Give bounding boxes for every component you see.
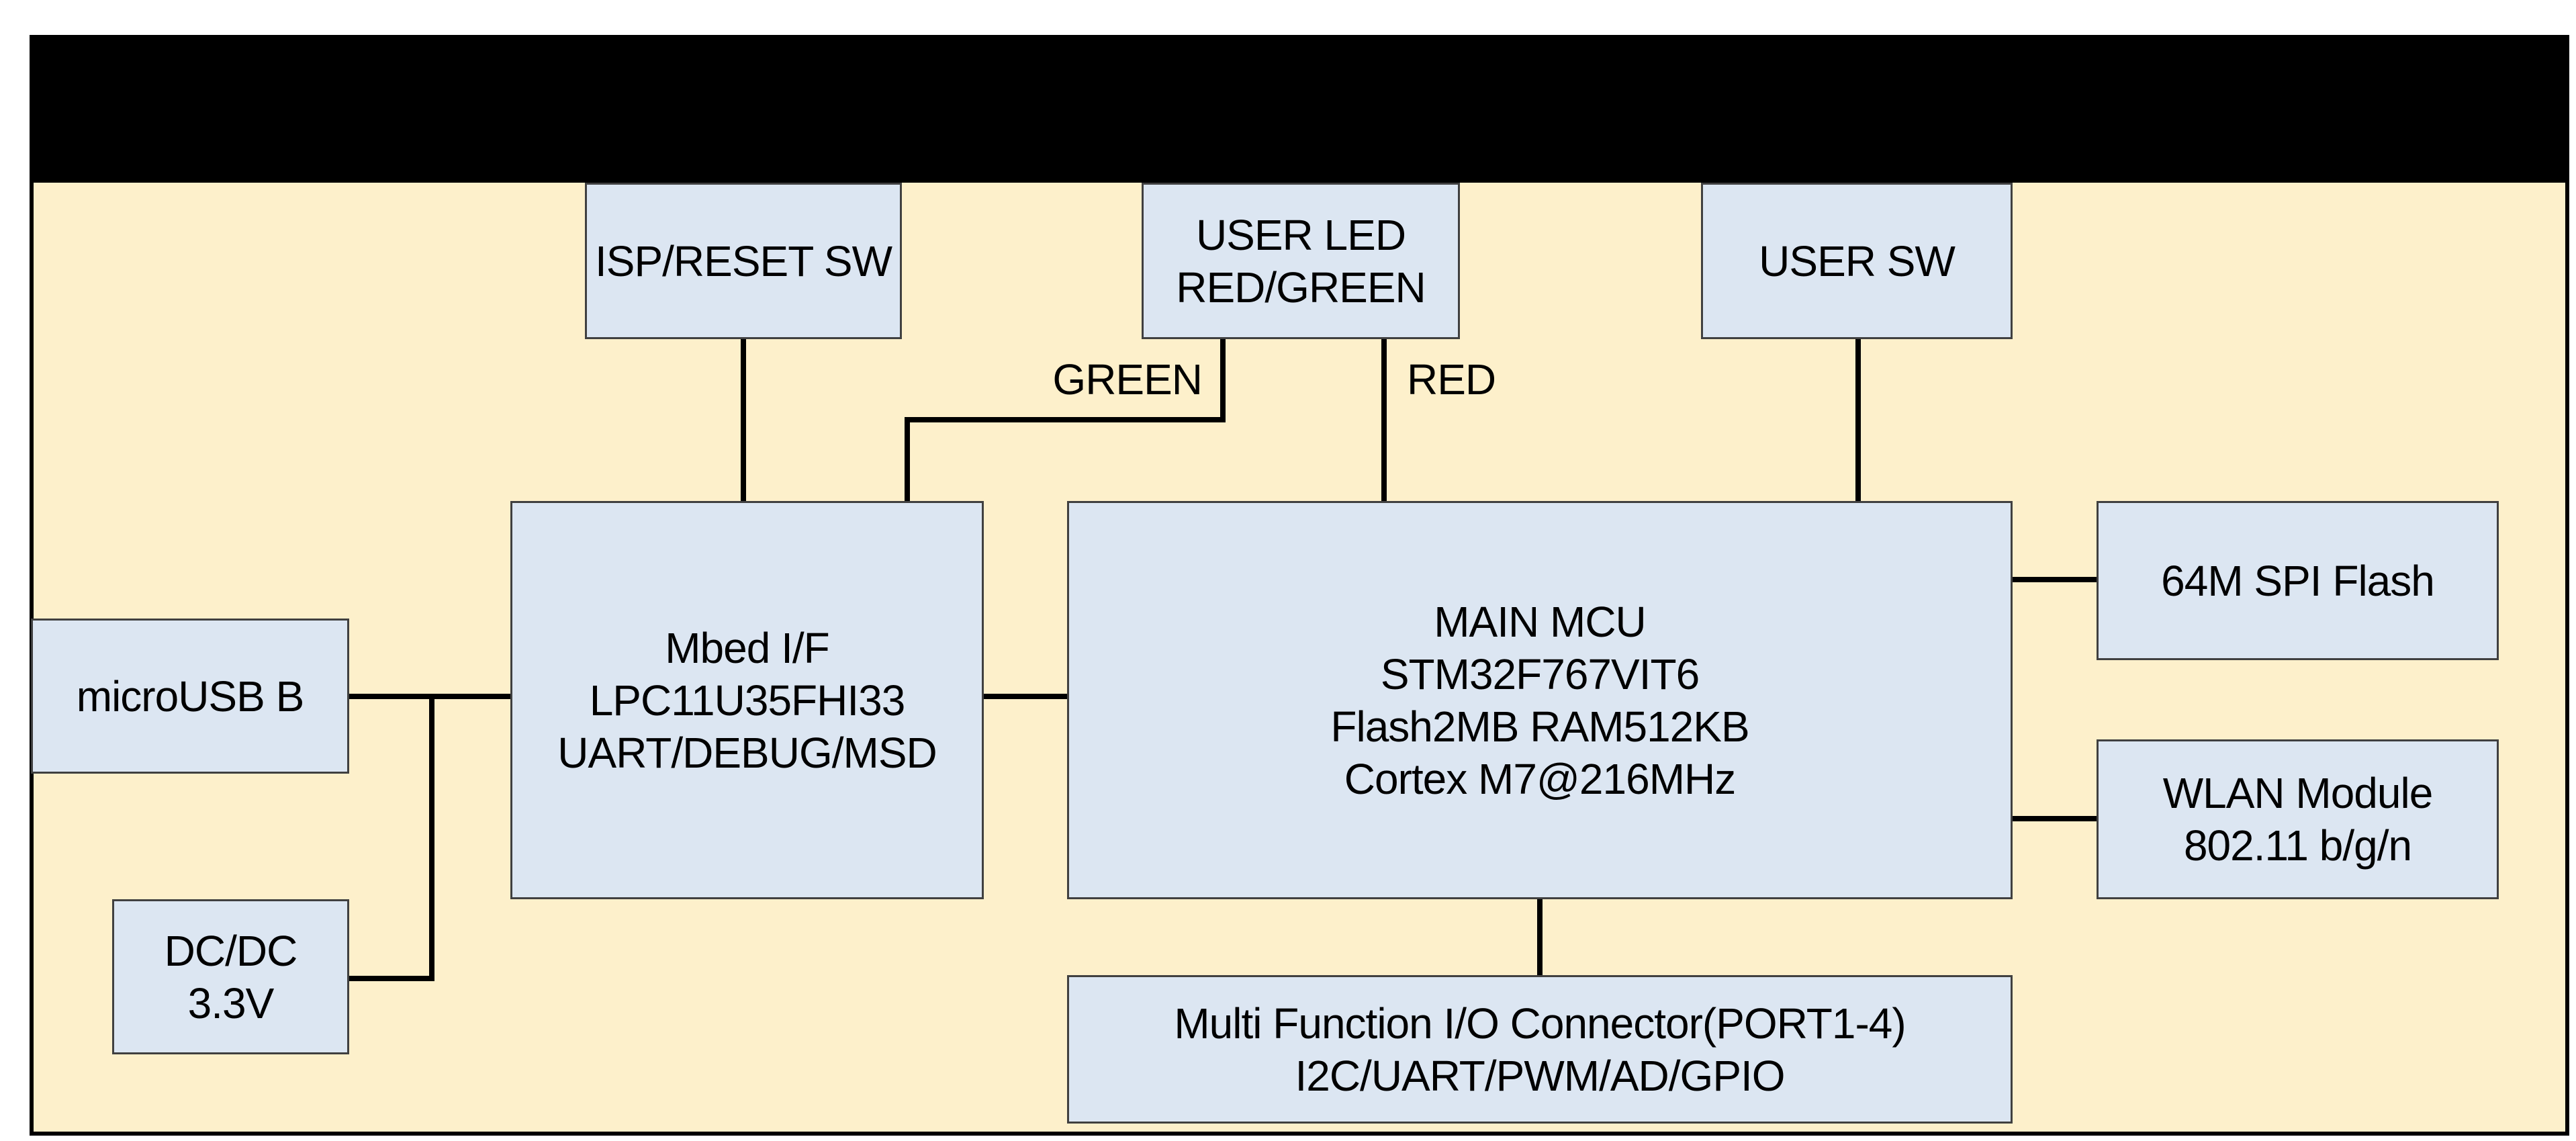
label-line: STM32F767VIT6: [1380, 649, 1700, 698]
label-line: UART/DEBUG/MSD: [557, 728, 937, 777]
wire-label-green: GREEN: [1052, 355, 1203, 404]
label-line: WLAN Module: [2162, 769, 2434, 817]
wire-green-led-segment-2: [905, 417, 1226, 422]
wire-red-led-to-mcu: [1381, 339, 1387, 502]
label-line: USER LED: [1195, 210, 1406, 259]
node-spi-flash: 64M SPI Flash: [2097, 501, 2499, 660]
node-multi-io-connector: Multi Function I/O Connector(PORT1-4)I2C…: [1067, 975, 2013, 1124]
wire-green-led-segment-1: [1220, 339, 1226, 422]
label-line: microUSB B: [76, 672, 304, 721]
redacted-title-bar: [30, 35, 2569, 183]
label-line: RED/GREEN: [1176, 263, 1426, 312]
wire-green-led-segment-3: [905, 417, 910, 502]
node-isp-reset-sw: ISP/RESET SW: [585, 183, 902, 339]
wire-dcdc-to-bus: [348, 976, 434, 981]
label-line: 3.3V: [187, 978, 275, 1028]
label-line: I2C/UART/PWM/AD/GPIO: [1295, 1051, 1785, 1100]
wire-label-red: RED: [1407, 355, 1496, 404]
label-line: ISP/RESET SW: [594, 236, 892, 285]
wire-mcu-to-wlan: [2011, 816, 2098, 821]
label-line: Cortex M7@216MHz: [1344, 754, 1736, 803]
wire-user-sw-to-mcu: [1855, 339, 1861, 502]
wire-power-bus-vertical: [429, 694, 434, 981]
label-line: Flash2MB RAM512KB: [1330, 702, 1749, 751]
label-line: MAIN MCU: [1434, 597, 1647, 646]
wire-mcu-to-spi-flash: [2011, 577, 2098, 582]
node-micro-usb: microUSB B: [31, 619, 349, 774]
label-line: Mbed I/F: [665, 623, 830, 672]
wire-mcu-to-multi-io: [1537, 898, 1543, 976]
label-line: LPC11U35FHI33: [589, 676, 906, 725]
wire-isp-to-mbed: [741, 339, 746, 502]
label-line: 64M SPI Flash: [2161, 556, 2435, 605]
node-user-sw: USER SW: [1701, 183, 2013, 339]
label-line: Multi Function I/O Connector(PORT1-4): [1174, 999, 1906, 1048]
label-line: USER SW: [1759, 236, 1956, 285]
wire-mbed-to-mcu: [982, 694, 1068, 699]
label-line: DC/DC: [164, 926, 298, 975]
label-line: 802.11 b/g/n: [2183, 821, 2412, 870]
